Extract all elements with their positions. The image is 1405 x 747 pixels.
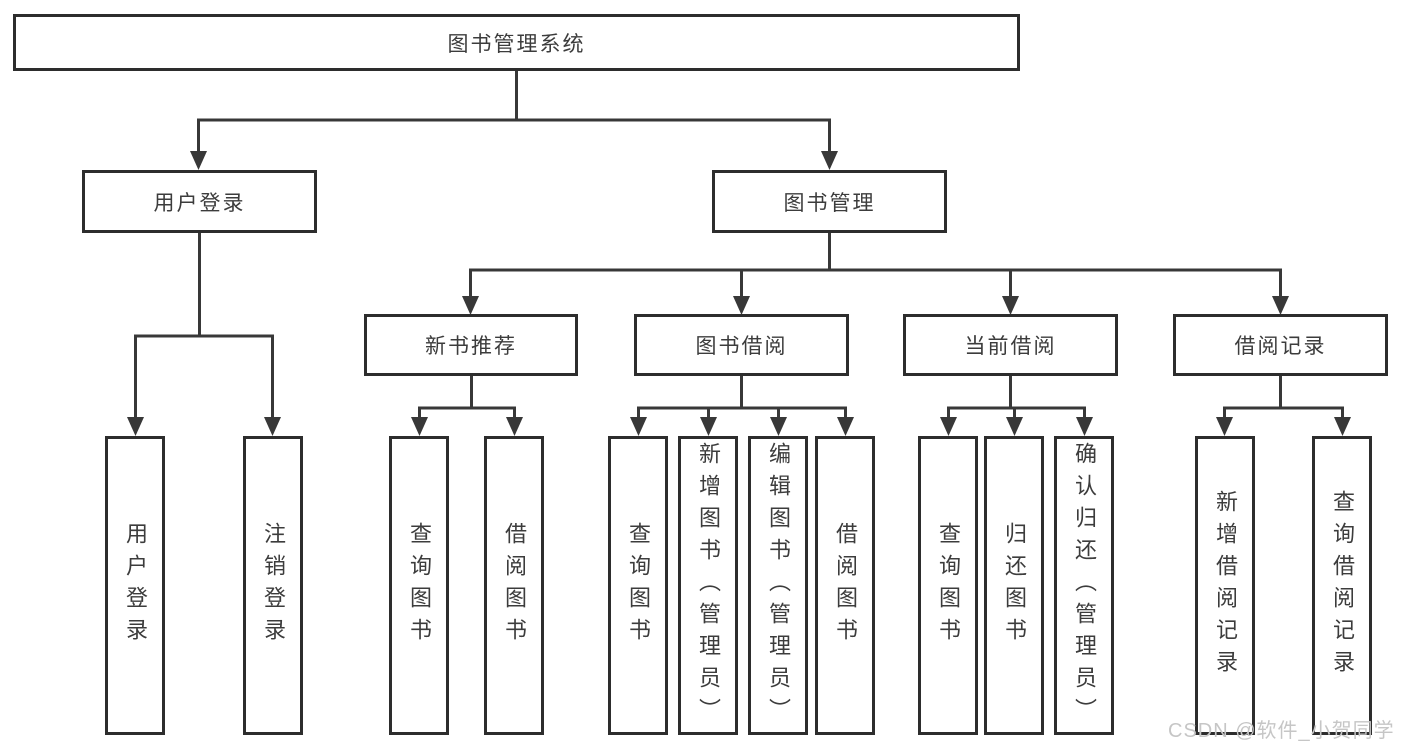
leaf-query-books-current: 查询图书 [918,436,978,735]
leaf-return-book-label: 归还图书 [1002,521,1027,650]
leaf-query-books-recommend-label: 查询图书 [407,521,432,650]
leaf-borrow-books-recommend-label: 借阅图书 [502,521,527,650]
leaf-add-book-admin-label: 新增图书（管理员） [696,441,721,730]
leaf-user-login: 用户登录 [105,436,165,735]
node-book-borrow: 图书借阅 [634,314,849,376]
leaf-edit-book-admin-label: 编辑图书（管理员） [766,441,791,730]
node-new-book-recommend-label: 新书推荐 [425,335,517,358]
node-borrow-records-label: 借阅记录 [1234,335,1327,358]
leaf-return-book: 归还图书 [984,436,1044,735]
leaf-borrow-books-recommend: 借阅图书 [484,436,544,735]
leaf-confirm-return-admin-label: 确认归还（管理员） [1072,441,1097,730]
leaf-query-books-borrow-label: 查询图书 [626,521,651,650]
node-new-book-recommend: 新书推荐 [364,314,578,376]
node-borrow-records: 借阅记录 [1173,314,1388,376]
node-root: 图书管理系统 [13,14,1020,71]
leaf-logout-label: 注销登录 [261,521,286,650]
node-current-borrow: 当前借阅 [903,314,1118,376]
node-user-login: 用户登录 [82,170,317,233]
node-book-borrow-label: 图书借阅 [695,335,788,358]
leaf-logout: 注销登录 [243,436,303,735]
leaf-add-book-admin: 新增图书（管理员） [678,436,738,735]
watermark: CSDN @软件_小贺同学 [1168,720,1395,742]
leaf-query-borrow-record-label: 查询借阅记录 [1330,489,1355,682]
node-user-login-label: 用户登录 [153,191,246,215]
leaf-query-books-recommend: 查询图书 [389,436,449,735]
leaf-edit-book-admin: 编辑图书（管理员） [748,436,808,735]
node-root-label: 图书管理系统 [447,32,586,56]
leaf-add-borrow-record: 新增借阅记录 [1195,436,1255,735]
leaf-query-books-borrow: 查询图书 [608,436,668,735]
node-current-borrow-label: 当前借阅 [964,335,1057,358]
leaf-borrow-books-label: 借阅图书 [833,521,858,650]
leaf-user-login-label: 用户登录 [123,521,148,650]
leaf-add-borrow-record-label: 新增借阅记录 [1213,489,1238,682]
node-book-management: 图书管理 [712,170,947,233]
leaf-confirm-return-admin: 确认归还（管理员） [1054,436,1114,735]
leaf-borrow-books: 借阅图书 [815,436,875,735]
leaf-query-borrow-record: 查询借阅记录 [1312,436,1372,735]
node-book-management-label: 图书管理 [783,191,876,215]
leaf-query-books-current-label: 查询图书 [936,521,961,650]
